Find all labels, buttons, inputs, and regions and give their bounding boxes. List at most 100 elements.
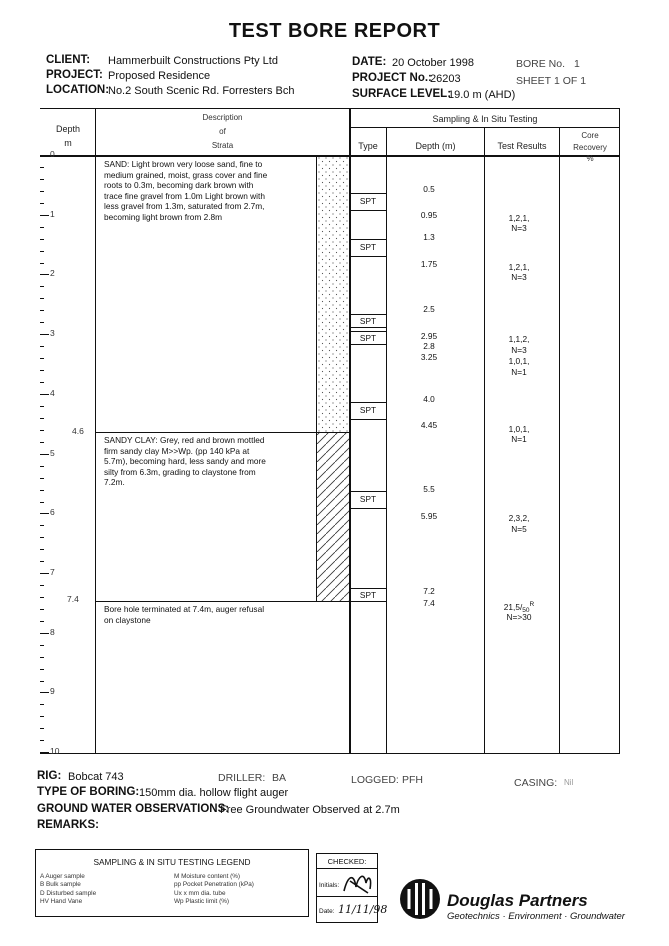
legend-box: [35, 849, 309, 917]
description-heading-3: Strata: [211, 141, 234, 150]
results-column-line: [559, 127, 560, 754]
test-result: N=1: [511, 367, 527, 377]
test-result: 2,3,2,: [508, 513, 530, 523]
sample-depth: 2.95: [420, 331, 438, 341]
depth-heading: Depth: [55, 124, 81, 134]
driller-value: BA: [272, 772, 287, 784]
boundary-depth-1: 4.6: [72, 426, 84, 436]
strata-sandy-clay-description: SANDY CLAY: Grey, red and brown mottled …: [104, 435, 266, 488]
douglas-partners-logo-icon: [400, 879, 440, 919]
project-value: Proposed Residence: [108, 70, 211, 82]
sample-depth: 1.75: [420, 259, 438, 269]
bore-no-label: BORE No.: [516, 58, 566, 70]
checked-date-label: Date:: [319, 908, 335, 915]
test-result: N=3: [511, 223, 527, 233]
project-no-label: PROJECT No.:: [352, 72, 432, 84]
depth-column-line: [95, 108, 96, 754]
sample-depth: 5.95: [420, 511, 438, 521]
legend-title: SAMPLING & IN SITU TESTING LEGEND: [93, 857, 251, 867]
surface-level-label: SURFACE LEVEL:: [352, 88, 452, 100]
description-heading-2: of: [219, 127, 226, 136]
sheet-value: 1 OF 1: [554, 75, 587, 87]
project-label: PROJECT:: [46, 69, 103, 81]
test-result-refusal: 21,5/50R: [503, 601, 535, 614]
test-result: 1,0,1,: [508, 356, 530, 366]
sampling-column-line: [349, 108, 351, 754]
casing-label: CASING:: [514, 777, 558, 789]
type-heading: Type: [358, 141, 378, 151]
clay-pattern: [317, 433, 349, 601]
strata-boundary-2: [96, 601, 349, 602]
date-value: 20 October 1998: [392, 57, 474, 69]
test-result: 1,2,1,: [508, 213, 530, 223]
core-heading-1: Core: [581, 131, 599, 140]
test-result: 1,2,1,: [508, 262, 530, 272]
sample-depth: 2.8: [423, 341, 435, 351]
core-heading-2: Recovery: [573, 143, 607, 152]
sample-type: SPT: [359, 494, 377, 504]
sand-pattern: [317, 156, 349, 432]
rig-value: Bobcat 743: [68, 771, 124, 783]
test-result: 1,0,1,: [508, 424, 530, 434]
logged-label: LOGGED:: [351, 774, 399, 786]
logged-value: PFH: [402, 774, 423, 786]
test-result: N=3: [511, 345, 527, 355]
test-result: N=3: [511, 272, 527, 282]
initials-label: Initials:: [319, 882, 340, 889]
table-header-divider: [40, 155, 620, 157]
boundary-depth-2: 7.4: [67, 594, 79, 604]
test-result: N=5: [511, 524, 527, 534]
sample-depth-heading: Depth (m): [415, 141, 456, 151]
client-label: CLIENT:: [46, 54, 91, 66]
sdepth-column-line: [484, 127, 485, 754]
sample-type: SPT: [359, 242, 377, 252]
checked-box: [316, 853, 378, 923]
sample-type: SPT: [359, 333, 377, 343]
date-label: DATE:: [352, 56, 387, 68]
sample-depth: 3.25: [420, 352, 438, 362]
bore-no-value: 1: [574, 58, 580, 70]
log-table: [40, 108, 620, 754]
checked-title: CHECKED:: [327, 857, 367, 866]
company-tagline: Geotechnics · Environment · Groundwater: [447, 911, 625, 922]
surface-level-value: 19.0 m (AHD): [448, 89, 516, 101]
casing-value: Nil: [564, 778, 574, 787]
boring-type-value: 150mm dia. hollow flight auger: [139, 787, 289, 799]
sample-depth: 0.5: [423, 184, 435, 194]
sample-depth: 4.45: [420, 420, 438, 430]
test-result: 1,1,2,: [508, 334, 530, 344]
checked-date-value: 11/11/98: [338, 903, 388, 916]
remarks-label: REMARKS:: [37, 819, 99, 831]
legend-left-list: A Auger sample B Bulk sample D Disturbed…: [40, 873, 97, 906]
depth-unit-heading: m: [64, 138, 72, 148]
sample-depth: 2.5: [423, 304, 435, 314]
sample-type: SPT: [359, 590, 377, 600]
legend-right-list: M Moisture content (%) pp Pocket Penetra…: [174, 873, 254, 906]
sample-depth: 0.95: [420, 210, 438, 220]
location-value: No.2 South Scenic Rd. Forresters Bch: [108, 85, 295, 97]
company-name: Douglas Partners: [447, 891, 588, 910]
boring-type-label: TYPE OF BORING:: [37, 786, 140, 798]
sample-depth: 7.4: [423, 598, 435, 608]
graphic-log: [317, 156, 349, 601]
sampling-heading: Sampling & In Situ Testing: [432, 114, 538, 124]
strata-termination-note: Bore hole terminated at 7.4m, auger refu…: [104, 604, 265, 625]
sample-depth: 7.2: [423, 586, 435, 596]
initials-signature: [343, 875, 372, 894]
core-heading-3: %: [586, 154, 594, 163]
sample-depth: 5.5: [423, 484, 435, 494]
graphic-log-left-line: [316, 155, 317, 601]
sample-depth: 4.0: [423, 394, 435, 404]
test-results-heading: Test Results: [497, 141, 547, 151]
strata-boundary-1: [96, 432, 349, 433]
test-result: N=>30: [506, 612, 532, 622]
description-heading-1: Description: [202, 113, 243, 122]
sample-depth: 1.3: [423, 232, 435, 242]
strata-sand-description: SAND: Light brown very loose sand, fine …: [104, 159, 268, 222]
sheet-label: SHEET: [516, 75, 552, 87]
sample-type: SPT: [359, 196, 377, 206]
type-column-line: [386, 127, 387, 754]
rig-label: RIG:: [37, 770, 62, 782]
groundwater-value: Free Groundwater Observed at 2.7m: [220, 804, 400, 816]
test-result: N=1: [511, 434, 527, 444]
